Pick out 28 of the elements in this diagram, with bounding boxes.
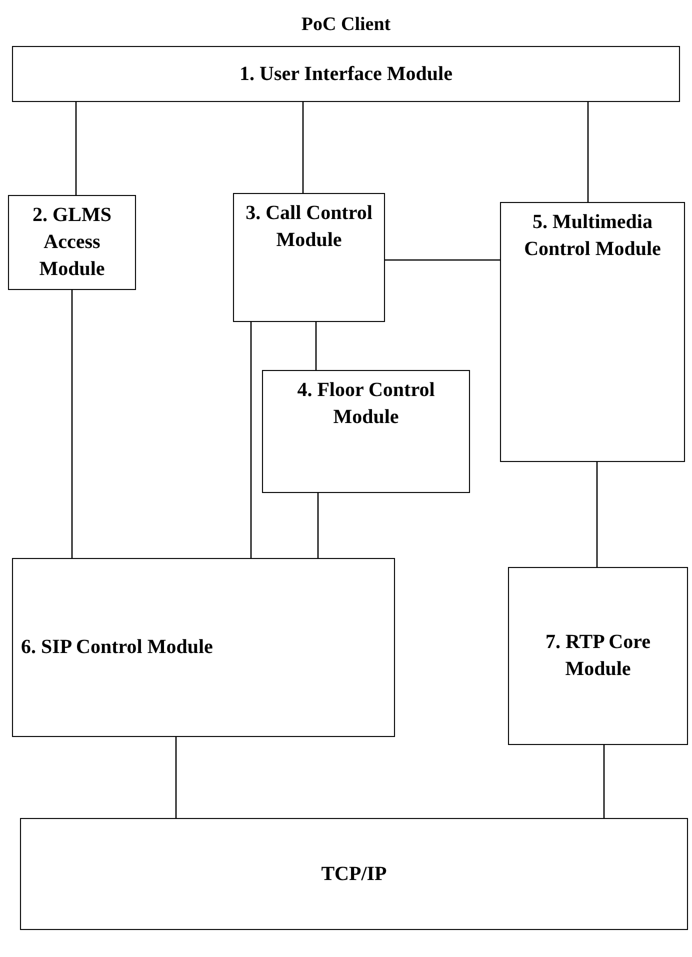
- module-label: 6. SIP Control Module: [20, 635, 214, 660]
- module-label: 4. Floor Control Module: [296, 378, 436, 430]
- module-box: [12, 558, 395, 737]
- connector-line: [596, 462, 598, 567]
- connector-line: [250, 322, 252, 558]
- connector-line: [587, 102, 589, 202]
- diagram-title: PoC Client: [300, 14, 392, 36]
- module-label: 7. RTP Core Module: [544, 630, 652, 682]
- module-box: [508, 567, 688, 745]
- module-box: [262, 370, 470, 493]
- module-box: [500, 202, 685, 462]
- connector-line: [71, 290, 73, 558]
- connector-line: [385, 259, 500, 261]
- module-label: 3. Call Control Module: [244, 201, 374, 253]
- module-label: TCP/IP: [320, 862, 388, 886]
- module-label: 5. Multimedia Control Module: [523, 210, 662, 262]
- module-box: [20, 818, 688, 930]
- module-box: [8, 195, 136, 290]
- module-label: 1. User Interface Module: [238, 62, 454, 86]
- module-box: [12, 46, 680, 102]
- connector-line: [315, 322, 317, 370]
- module-label: 2. GLMS Access Module: [32, 203, 112, 282]
- connector-line: [317, 493, 319, 558]
- connector-line: [175, 737, 177, 818]
- module-box: [233, 193, 385, 322]
- connector-line: [302, 102, 304, 193]
- connector-line: [75, 102, 77, 195]
- connector-line: [603, 745, 605, 818]
